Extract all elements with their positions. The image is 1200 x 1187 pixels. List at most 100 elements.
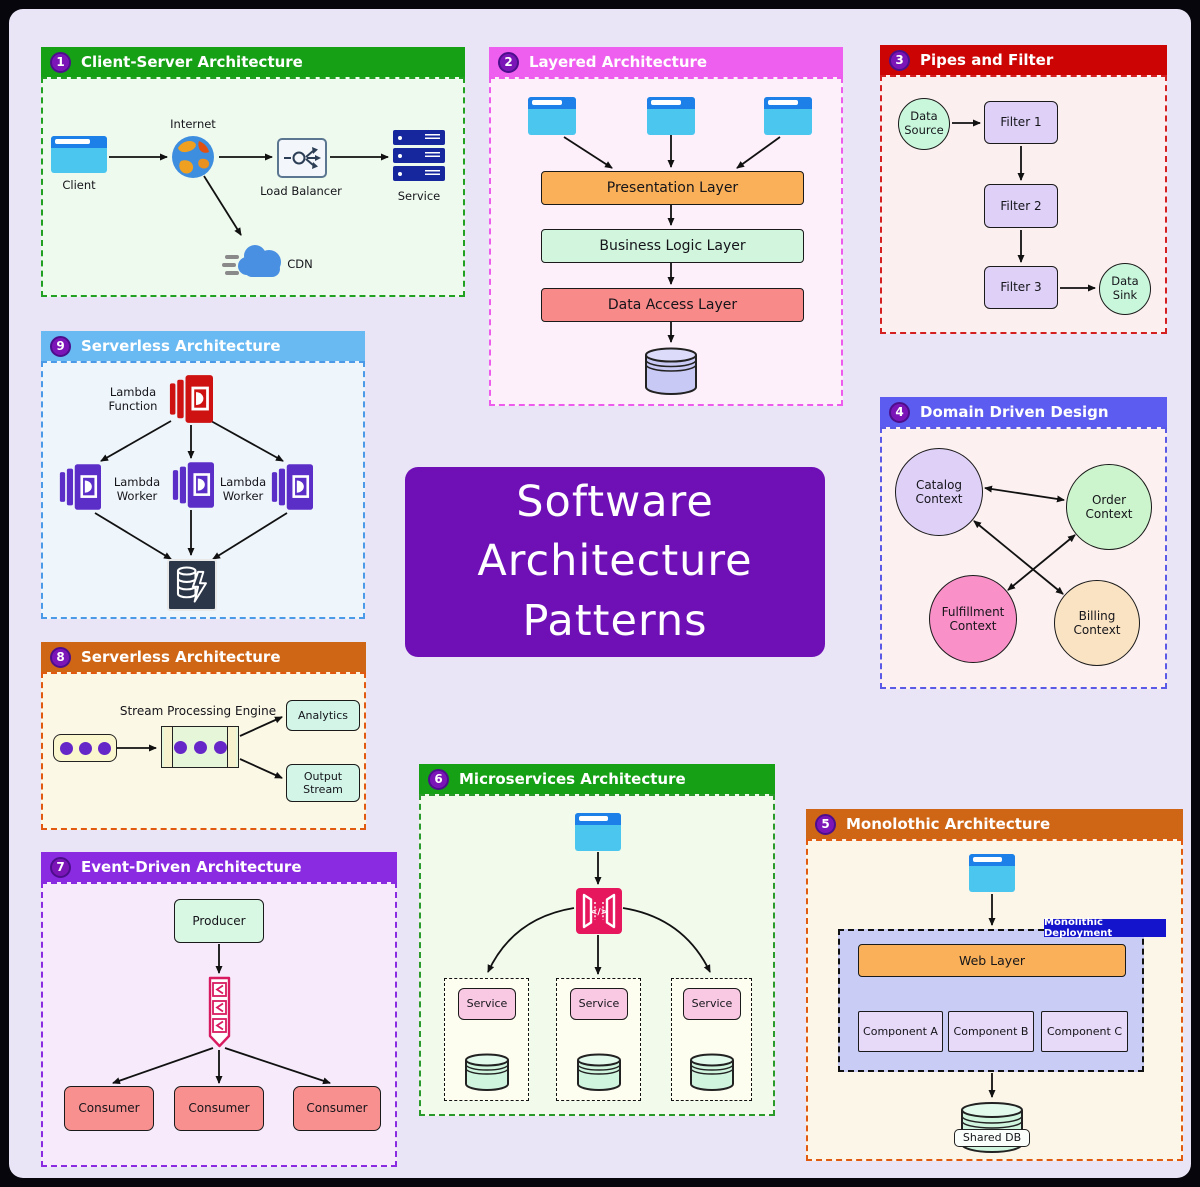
consumer-node-2: Consumer: [174, 1086, 264, 1131]
poster-title-line-3: Patterns: [522, 595, 708, 646]
consumer-node-3: Consumer: [293, 1086, 381, 1131]
lambda-worker-label-2: Lambda Worker: [219, 475, 267, 504]
service-server-icon: [393, 130, 445, 181]
microservices-browser-icon: [575, 813, 621, 851]
component-a-node: Component A: [858, 1011, 943, 1052]
client-label: Client: [62, 178, 96, 192]
lambda-worker-icon-2: [172, 462, 214, 508]
service-node-1: Service: [458, 988, 516, 1020]
api-gateway-icon: </>: [576, 888, 622, 934]
panel-serverless-stream-body: Stream Processing Engine Analytics Outpu…: [41, 672, 366, 830]
catalog-context-node: Catalog Context: [895, 448, 983, 536]
billing-context-node: Billing Context: [1054, 580, 1140, 666]
panel-pipes-body: Data Source Filter 1 Filter 2 Filter 3 D…: [880, 75, 1167, 334]
panel-7-title: Event-Driven Architecture: [81, 858, 302, 876]
poster-title-line-1: Software: [516, 477, 714, 527]
cdn-label: CDN: [287, 257, 313, 271]
web-layer-node: Web Layer: [858, 944, 1126, 977]
panel-microservices-body: </> Service Service: [419, 794, 775, 1116]
client-browser-icon: [51, 136, 107, 173]
panel-event-driven: 7 Event-Driven Architecture Producer: [41, 852, 397, 1167]
load-balancer-label: Load Balancer: [260, 184, 342, 198]
service-db-icon-1: [465, 1053, 509, 1091]
layered-browser-icon-2: [647, 97, 695, 135]
producer-node: Producer: [174, 899, 264, 943]
panel-5-title: Monolothic Architecture: [846, 815, 1051, 833]
panel-serverless-lambda: 9 Serverless Architecture Lambda Functio…: [41, 331, 365, 619]
panel-2-badge: 2: [498, 51, 519, 73]
fulfillment-context-node: Fulfillment Context: [929, 575, 1017, 663]
lambda-worker-icon-3: [271, 464, 313, 510]
filter-1-node: Filter 1: [984, 101, 1058, 144]
panel-ddd-header: 4 Domain Driven Design: [880, 397, 1167, 427]
panel-serverless-lambda-body: Lambda Function Lambda Worker Lambda Wor…: [41, 361, 365, 619]
filter-3-node: Filter 3: [984, 266, 1058, 309]
dynamodb-icon: [167, 559, 217, 611]
panel-6-badge: 6: [428, 768, 449, 790]
load-balancer-icon: [277, 138, 327, 178]
svg-text:</>: </>: [590, 908, 608, 918]
panel-9-badge: 9: [50, 335, 71, 357]
panel-serverless-lambda-header: 9 Serverless Architecture: [41, 331, 365, 361]
panel-8-title: Serverless Architecture: [81, 648, 281, 666]
panel-3-badge: 3: [889, 49, 910, 71]
panel-microservices: 6 Microservices Architecture: [419, 764, 775, 1116]
service-group-2: Service: [556, 978, 641, 1101]
panel-layered-header: 2 Layered Architecture: [489, 47, 843, 77]
panel-microservices-header: 6 Microservices Architecture: [419, 764, 775, 794]
panel-monolithic-header: 5 Monolothic Architecture: [806, 809, 1183, 839]
data-source-node: Data Source: [898, 98, 950, 150]
stream-engine-label: Stream Processing Engine: [119, 704, 277, 718]
consumer-node-1: Consumer: [64, 1086, 154, 1131]
input-stream-icon: [53, 734, 117, 762]
component-b-node: Component B: [948, 1011, 1034, 1052]
panel-3-title: Pipes and Filter: [920, 51, 1054, 69]
panel-1-title: Client-Server Architecture: [81, 53, 303, 71]
order-context-node: Order Context: [1066, 464, 1152, 550]
lambda-function-label: Lambda Function: [108, 385, 158, 414]
component-c-node: Component C: [1041, 1011, 1128, 1052]
poster-title-line-2: Architecture: [477, 536, 753, 587]
panel-6-title: Microservices Architecture: [459, 770, 686, 788]
lambda-worker-label-1: Lambda Worker: [113, 475, 161, 504]
panel-monolithic: 5 Monolothic Architecture Monolithic Dep…: [806, 809, 1183, 1161]
service-group-1: Service: [444, 978, 529, 1101]
data-access-layer: Data Access Layer: [541, 288, 804, 322]
service-db-icon-2: [577, 1053, 621, 1091]
panel-monolithic-body: Monolithic Deployment Web Layer Componen…: [806, 839, 1183, 1161]
panel-client-server-header: 1 Client-Server Architecture: [41, 47, 465, 77]
poster-canvas: 1 Client-Server Architecture Client Inte…: [9, 9, 1191, 1178]
panel-client-server: 1 Client-Server Architecture Client Inte…: [41, 47, 465, 297]
monolithic-browser-icon: [969, 854, 1015, 892]
poster-title: Software Architecture Patterns: [408, 470, 822, 654]
output-stream-node: Output Stream: [286, 764, 360, 802]
panel-4-badge: 4: [889, 401, 910, 423]
panel-serverless-stream: 8 Serverless Architecture Stream Process…: [41, 642, 366, 830]
shared-db-label: Shared DB: [954, 1129, 1030, 1147]
lambda-worker-icon-1: [59, 464, 101, 510]
layered-browser-icon-3: [764, 97, 812, 135]
service-node-3: Service: [683, 988, 741, 1020]
layered-browser-icon-1: [528, 97, 576, 135]
service-node-2: Service: [570, 988, 628, 1020]
service-label: Service: [397, 189, 441, 203]
shared-db-icon: [961, 1102, 1023, 1153]
monolithic-deployment-tag: Monolithic Deployment: [1044, 917, 1166, 939]
data-sink-node: Data Sink: [1099, 263, 1151, 315]
analytics-node: Analytics: [286, 700, 360, 731]
stream-processing-engine-icon: [161, 726, 239, 768]
service-group-3: Service: [671, 978, 752, 1101]
panel-serverless-stream-header: 8 Serverless Architecture: [41, 642, 366, 672]
panel-ddd: 4 Domain Driven Design Catalog Context O…: [880, 397, 1167, 689]
business-logic-layer: Business Logic Layer: [541, 229, 804, 263]
panel-2-title: Layered Architecture: [529, 53, 708, 71]
presentation-layer: Presentation Layer: [541, 171, 804, 205]
message-queue-icon: [208, 976, 231, 1048]
cdn-cloud-icon: [222, 245, 281, 277]
service-db-icon-3: [690, 1053, 734, 1091]
panel-9-title: Serverless Architecture: [81, 337, 281, 355]
panel-4-title: Domain Driven Design: [920, 403, 1109, 421]
panel-1-badge: 1: [50, 51, 71, 73]
layered-database-icon: [645, 347, 697, 395]
panel-pipes-filter: 3 Pipes and Filter Data Source Filter 1 …: [880, 45, 1167, 334]
